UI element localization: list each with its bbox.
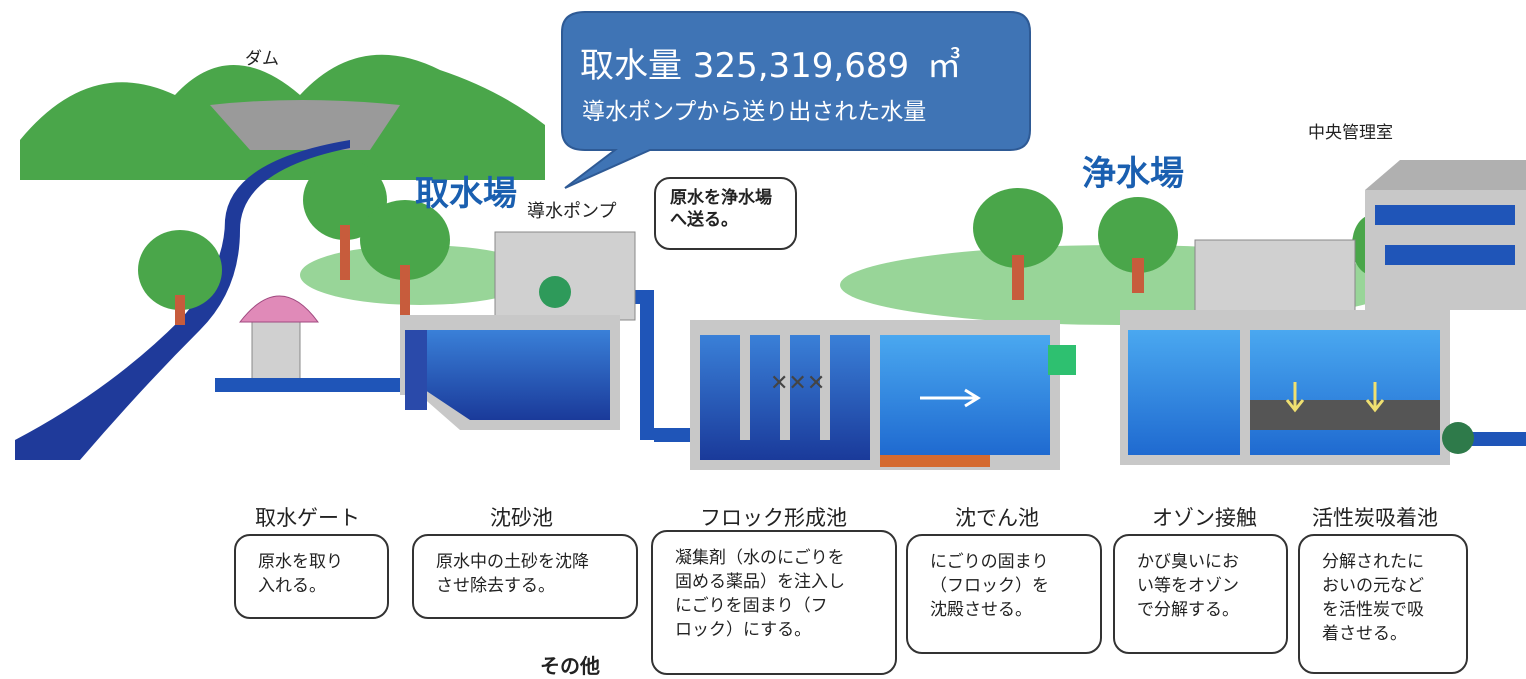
activated-carbon-basin	[1240, 310, 1474, 465]
stage-title-floc-basin: フロック形成池	[700, 506, 847, 530]
stage-desc-settling-basin: にごりの固まり （フロック）を 沈殿させる。	[906, 534, 1102, 654]
volume-unit: ㎥	[927, 46, 962, 86]
callout-bubble	[561, 11, 1031, 189]
settling-basin	[870, 320, 1076, 470]
intake-volume-subtitle: 導水ポンプから送り出された水量	[582, 99, 927, 125]
stage-desc-floc-basin: 凝集剤（水のにごりを 固める薬品）を注入し にごりを固まり（フ ロック）にする。	[651, 530, 897, 675]
grit-basin	[400, 231, 636, 430]
stage-title-intake-gate: 取水ゲート	[255, 506, 360, 530]
dam-label: ダム	[245, 49, 279, 69]
stage-title-activated-carbon: 活性炭吸着池	[1312, 506, 1438, 530]
intake-volume-value: 取水量 325,319,689 ㎥	[580, 38, 961, 87]
purification-plant-label: 浄水場	[1082, 154, 1184, 194]
trees	[138, 160, 1392, 325]
intake-volume-number: 取水量 325,319,689	[580, 46, 910, 86]
floc-basin: ✕✕✕	[690, 320, 880, 470]
stage-desc-grit-basin: 原水中の土砂を沈降 させ除去する。	[412, 534, 638, 619]
central-control-building	[1365, 160, 1526, 310]
stage-title-ozone-contact: オゾン接触	[1152, 506, 1257, 530]
other-label: その他	[540, 654, 600, 678]
stage-desc-ozone-contact: かび臭いにお い等をオゾン で分解する。	[1113, 534, 1288, 654]
mountains	[20, 54, 545, 180]
ozone-contact-basin	[1120, 239, 1356, 465]
central-control-label: 中央管理室	[1308, 123, 1393, 143]
conveyance-pump-label: 導水ポンプ	[527, 201, 617, 222]
svg-text:✕✕✕: ✕✕✕	[770, 371, 825, 396]
river	[15, 140, 350, 460]
stage-title-settling-basin: 沈でん池	[955, 506, 1039, 530]
intake-gate-house	[238, 295, 319, 383]
intake-plant-label: 取水場	[415, 174, 517, 214]
stage-desc-intake-gate: 原水を取り 入れる。	[234, 534, 389, 619]
stage-title-grit-basin: 沈砂池	[490, 506, 553, 530]
stage-desc-activated-carbon: 分解されたに おいの元など を活性炭で吸 着させる。	[1298, 534, 1468, 674]
pump-note-box: 原水を浄水場 へ送る。	[654, 177, 797, 250]
